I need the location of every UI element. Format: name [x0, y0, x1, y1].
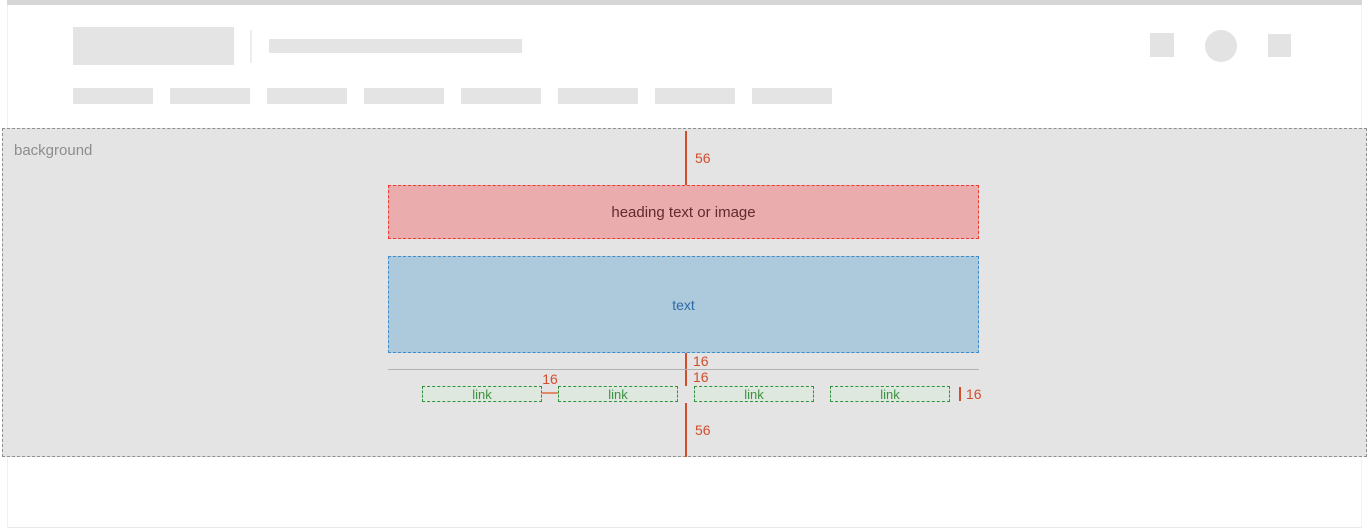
measure-label-above-divider: 16: [693, 353, 709, 369]
text-spec-label: text: [672, 296, 695, 313]
nav-item-placeholder[interactable]: [170, 88, 250, 104]
footer-divider-line: [388, 369, 979, 370]
nav-item-placeholder[interactable]: [461, 88, 541, 104]
measure-tick-right-margin: [959, 387, 961, 401]
footer-link-label: link: [608, 386, 628, 402]
search-bar-placeholder[interactable]: [269, 39, 522, 53]
measure-line-top: [685, 131, 687, 185]
logo-placeholder[interactable]: [73, 27, 234, 65]
footer-link-label: link: [744, 386, 764, 402]
background-spec-section: background 56 heading text or image text…: [2, 128, 1367, 457]
footer-link-label: link: [880, 386, 900, 402]
background-label: background: [14, 142, 93, 159]
footer-link[interactable]: link: [694, 386, 814, 402]
heading-spec-label: heading text or image: [611, 203, 756, 221]
nav-item-placeholder[interactable]: [364, 88, 444, 104]
footer-link[interactable]: link: [558, 386, 678, 402]
nav-item-placeholder[interactable]: [752, 88, 832, 104]
measure-line-bottom: [685, 403, 687, 457]
text-spec-box: text: [388, 256, 979, 353]
header-square-icon-right[interactable]: [1268, 34, 1291, 57]
header-divider: [250, 30, 252, 63]
footer-link[interactable]: link: [830, 386, 950, 402]
nav-item-placeholder[interactable]: [73, 88, 153, 104]
measure-label-below-divider: 16: [693, 369, 709, 385]
top-banner-placeholder: [7, 0, 1362, 5]
measure-label-top: 56: [695, 150, 711, 166]
footer-link[interactable]: link: [422, 386, 542, 402]
measure-label-right-margin: 16: [966, 386, 982, 402]
avatar-circle-icon[interactable]: [1205, 30, 1237, 62]
nav-item-placeholder[interactable]: [558, 88, 638, 104]
measure-line-above-divider: [685, 353, 687, 369]
nav-item-placeholder[interactable]: [267, 88, 347, 104]
measure-line-link-gap: [541, 392, 558, 394]
nav-item-placeholder[interactable]: [655, 88, 735, 104]
header-square-icon-left[interactable]: [1150, 33, 1174, 57]
measure-label-bottom: 56: [695, 422, 711, 438]
measure-label-link-gap: 16: [542, 371, 558, 387]
measure-line-below-divider: [685, 370, 687, 386]
nav-placeholder-row: [73, 88, 832, 104]
footer-link-label: link: [472, 386, 492, 402]
heading-spec-box: heading text or image: [388, 185, 979, 239]
